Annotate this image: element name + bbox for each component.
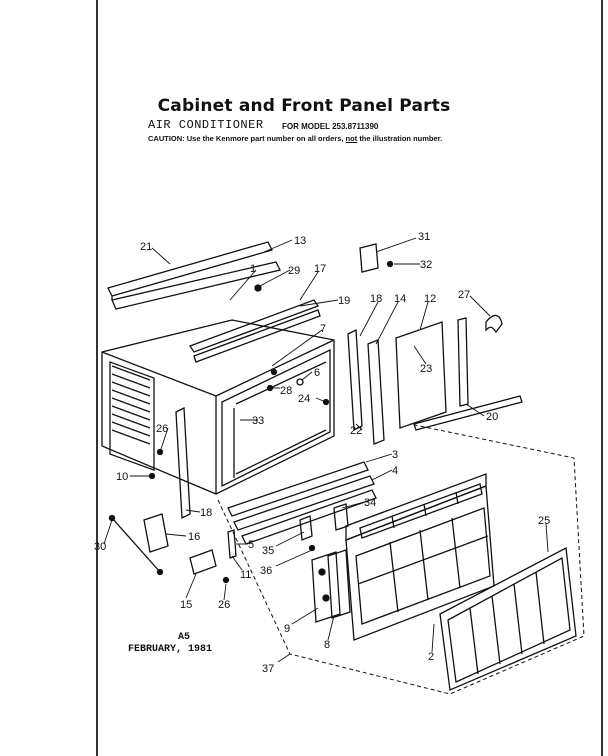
callout-3: 3 xyxy=(392,449,398,461)
callout-2: 2 xyxy=(428,651,434,663)
part-side-strip-14 xyxy=(367,339,385,445)
callout-15: 15 xyxy=(180,599,192,611)
callout-labels: 21 13 1 29 17 19 31 32 27 18 14 12 23 7 … xyxy=(94,231,550,675)
page-edge-right xyxy=(601,0,603,756)
callout-26-lower: 26 xyxy=(218,599,230,611)
callout-4: 4 xyxy=(392,465,398,477)
part-bracket-20 xyxy=(413,317,523,431)
callout-1: 1 xyxy=(250,263,256,275)
caution-prefix: CAUTION: Use the Kenmore part number on … xyxy=(148,134,344,143)
caution-suffix: the illustration number. xyxy=(359,134,443,143)
part-top-rail-13 xyxy=(111,261,281,310)
callout-37: 37 xyxy=(262,663,274,675)
callout-19: 19 xyxy=(338,295,350,307)
callout-26-upper: 26 xyxy=(156,423,168,435)
part-panel-8 xyxy=(327,549,351,619)
page-title: Cabinet and Front Panel Parts xyxy=(157,96,451,116)
callout-28: 28 xyxy=(280,385,292,397)
callout-31: 31 xyxy=(418,231,430,243)
callout-33: 33 xyxy=(252,415,264,427)
part-side-strip-18-right xyxy=(347,328,363,432)
leader-lines xyxy=(103,237,549,663)
caution-note: CAUTION: Use the Kenmore part number on … xyxy=(148,134,442,143)
callout-20: 20 xyxy=(486,411,498,423)
callout-17: 17 xyxy=(314,263,326,275)
callout-9: 9 xyxy=(284,623,290,635)
page-edge-left xyxy=(96,0,98,756)
assembly-boundary-37 xyxy=(217,423,585,695)
callout-12: 12 xyxy=(424,293,436,305)
callout-23: 23 xyxy=(420,363,432,375)
callout-21: 21 xyxy=(140,241,152,253)
callout-6: 6 xyxy=(314,367,320,379)
callout-14: 14 xyxy=(394,293,406,305)
footer-date: FEBRUARY, 1981 xyxy=(128,644,213,655)
callout-27: 27 xyxy=(458,289,470,301)
callout-7: 7 xyxy=(320,323,326,335)
callout-16: 16 xyxy=(188,531,200,543)
part-clip-34 xyxy=(333,503,349,531)
part-frame-33 xyxy=(235,361,327,475)
part-cabinet-1 xyxy=(101,319,335,495)
caution-not: not xyxy=(345,134,358,143)
part-filter-25 xyxy=(439,546,577,691)
callout-35: 35 xyxy=(262,545,274,557)
footer-code: A5 xyxy=(178,632,191,643)
callout-29: 29 xyxy=(288,265,300,277)
model-label: FOR MODEL 253.8711390 xyxy=(282,122,379,131)
part-side-strip-18-left xyxy=(175,406,191,520)
part-clip-27 xyxy=(485,314,503,334)
part-side-rail-17 xyxy=(189,299,321,363)
callout-34: 34 xyxy=(364,497,376,509)
part-louvre-3 xyxy=(227,461,375,531)
screws-cluster xyxy=(254,284,330,406)
callout-18-left: 18 xyxy=(200,507,212,519)
callout-11: 11 xyxy=(240,569,251,581)
product-subtitle: AIR CONDITIONER xyxy=(148,118,264,132)
callout-36: 36 xyxy=(260,565,272,577)
callout-32: 32 xyxy=(420,259,432,271)
callout-25: 25 xyxy=(538,515,550,527)
callout-10: 10 xyxy=(116,471,128,483)
callout-30: 30 xyxy=(94,541,106,553)
callout-18-right: 18 xyxy=(370,293,382,305)
part-bracket-31 xyxy=(359,243,379,273)
part-louvre-4 xyxy=(241,489,377,545)
part-bracket-16 xyxy=(108,448,169,576)
callout-5: 5 xyxy=(248,539,254,551)
callout-22: 22 xyxy=(350,425,362,437)
callout-24: 24 xyxy=(298,393,310,405)
part-block-15 xyxy=(189,549,230,584)
callout-8: 8 xyxy=(324,639,330,651)
part-screw-32 xyxy=(386,260,394,268)
callout-13: 13 xyxy=(294,235,306,247)
part-side-panel-12 xyxy=(395,321,447,429)
part-panel-9 xyxy=(311,551,341,623)
